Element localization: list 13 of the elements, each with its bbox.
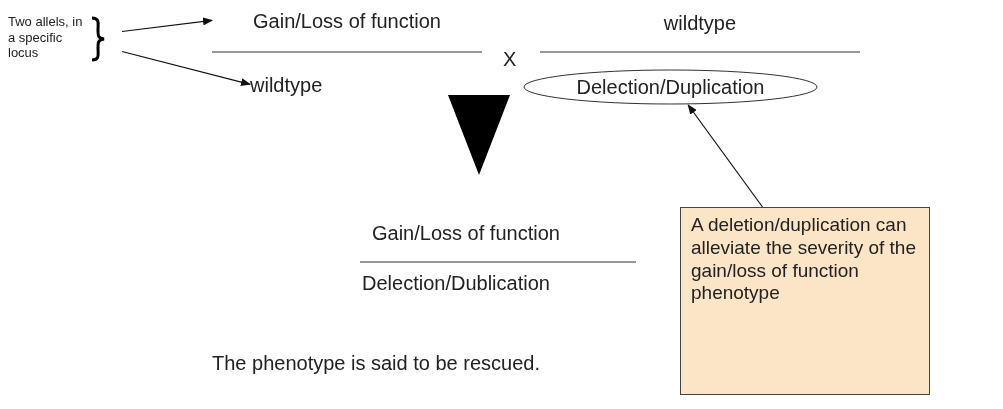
annotation-text: Two allels, in a specific locus [8,14,84,61]
ellipse-node: Delection/Duplication [523,69,818,105]
conclusion-text: The phenotype is said to be rescued. [212,352,540,375]
allele-label: wildtype [250,74,323,97]
genotype-label: Gain/Loss of function [372,222,560,245]
genotype-label: Delection/Dublication [362,272,550,295]
note-box: A deletion/duplication can alleviate the severity of the gain/loss of function phenotype [680,207,930,395]
allele-label: wildtype [540,12,860,35]
multiplication-sign: X [503,48,517,71]
arrow [121,50,251,86]
allele-label: Gain/Loss of function [212,10,482,33]
arrow [687,104,764,208]
arrow [121,17,213,33]
